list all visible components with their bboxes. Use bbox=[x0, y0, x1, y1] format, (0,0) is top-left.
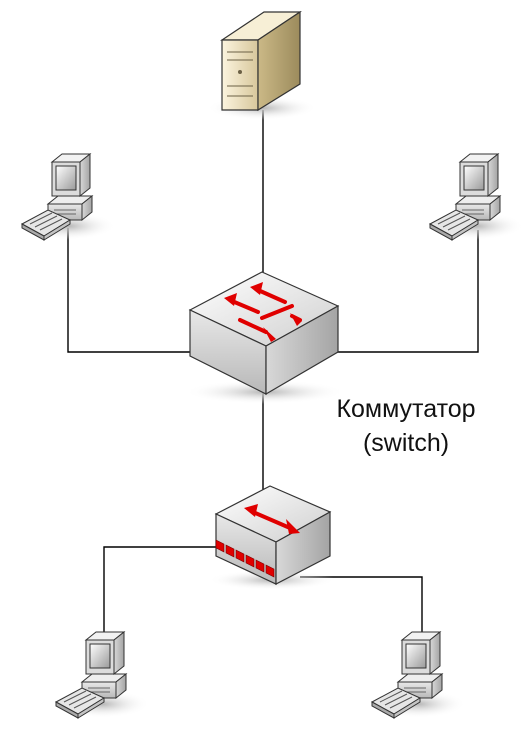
workstation-icon bbox=[369, 631, 467, 719]
workstation-icon bbox=[19, 153, 117, 241]
workstation-icon bbox=[427, 153, 525, 241]
switch-icon bbox=[185, 271, 345, 404]
switch-label-english: (switch) bbox=[362, 429, 450, 457]
workstation-icon bbox=[53, 631, 151, 719]
link-hub-pc-right bbox=[300, 576, 423, 640]
hub-icon bbox=[208, 485, 336, 590]
connection-lines bbox=[67, 110, 479, 640]
link-hub-pc-left bbox=[103, 546, 216, 640]
link-pc-right-switch bbox=[335, 230, 479, 353]
switch-label: Коммутатор (switch) bbox=[316, 392, 496, 460]
link-pc-left-switch bbox=[67, 228, 200, 353]
server-icon bbox=[207, 10, 317, 120]
switch-label-name: Коммутатор bbox=[336, 395, 476, 423]
